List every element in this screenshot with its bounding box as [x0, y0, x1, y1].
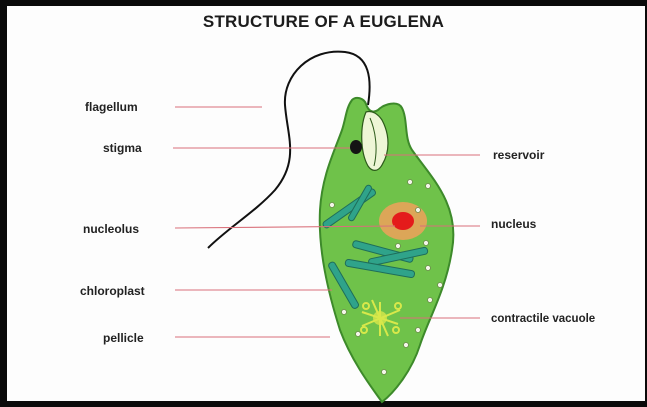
label-stigma: stigma: [103, 141, 142, 155]
label-reservoir: reservoir: [493, 148, 544, 162]
label-nucleus: nucleus: [491, 217, 536, 231]
label-contractile-vacuole: contractile vacuole: [491, 312, 595, 326]
label-nucleolus: nucleolus: [83, 222, 139, 236]
label-flagellum: flagellum: [85, 100, 138, 114]
stigma: [350, 140, 362, 154]
nucleus-core: [392, 212, 414, 230]
label-chloroplast: chloroplast: [80, 284, 145, 298]
label-pellicle: pellicle: [103, 331, 144, 345]
